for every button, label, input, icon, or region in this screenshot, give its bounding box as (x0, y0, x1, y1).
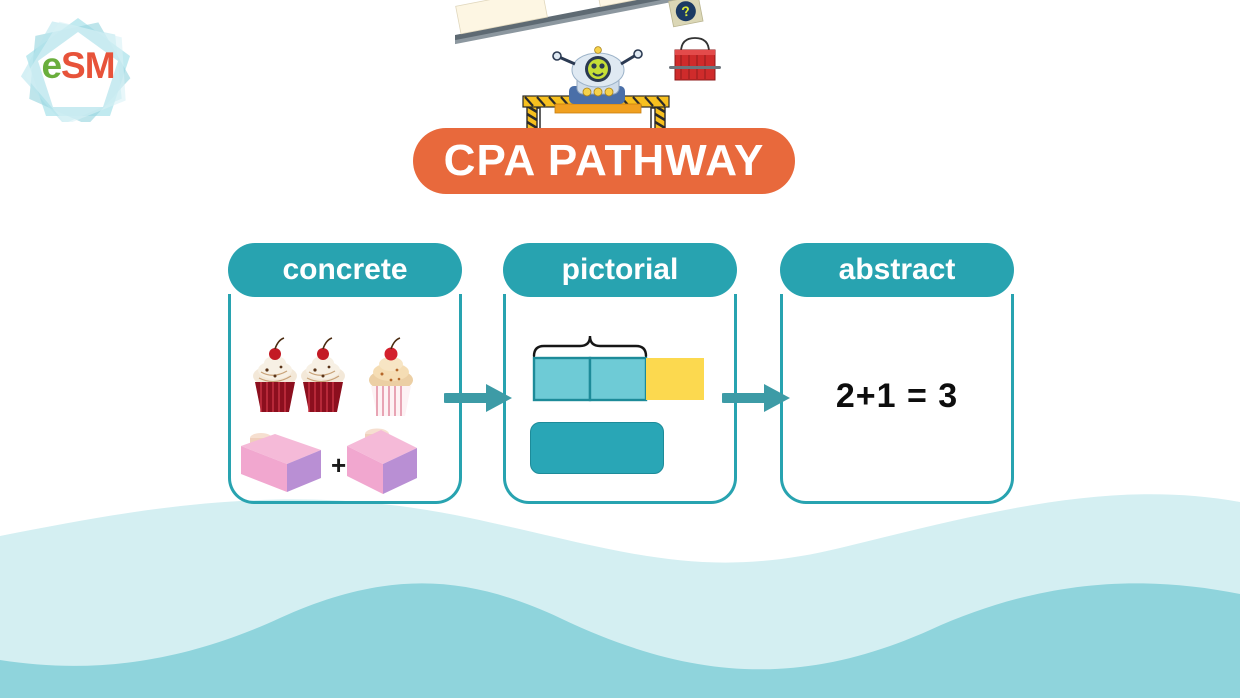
cupcake-icon (369, 337, 413, 416)
stage-column-concrete: concrete (228, 243, 462, 504)
lego-brick-icon (347, 428, 417, 494)
stage-column-pictorial: pictorial (503, 243, 737, 504)
stage-label-pictorial-text: pictorial (561, 253, 679, 286)
stage-body-abstract: 2+1 = 3 (780, 294, 1014, 504)
robot-figure (552, 46, 643, 104)
decorative-wave-background (0, 494, 1240, 698)
stage-label-abstract[interactable]: abstract (780, 243, 1014, 297)
plus-operator: + (331, 450, 347, 480)
bar-cell-part-2 (588, 356, 648, 402)
wave-layer-dark (0, 583, 1240, 698)
equation-container: 2+1 = 3 (783, 294, 1011, 498)
lego-bricks-group-icon (241, 428, 417, 494)
bar-model-diagram (532, 335, 704, 402)
stage-body-pictorial (503, 294, 737, 504)
stage-label-concrete[interactable]: concrete (228, 243, 462, 297)
wave-layer-light (0, 494, 1240, 698)
lego-brick-icon (241, 433, 321, 492)
stage-label-abstract-text: abstract (838, 253, 956, 286)
equation-text: 2+1 = 3 (835, 377, 959, 415)
arrow-pictorial-to-abstract (722, 384, 790, 412)
bar-cell-part-1 (532, 356, 592, 402)
red-bucket-icon (669, 37, 721, 81)
cupcake-icon (253, 337, 297, 412)
cupcakes-group-icon (253, 337, 413, 416)
seesaw-beam (455, 0, 734, 46)
arrow-concrete-to-pictorial (444, 384, 512, 412)
bar-whole (530, 422, 664, 474)
cupcake-icon (301, 337, 345, 412)
logo-letters-sm: SM (61, 45, 115, 86)
page-title: CPA PATHWAY (413, 128, 795, 194)
question-mark-icon: ? (668, 0, 704, 28)
stage-label-pictorial[interactable]: pictorial (503, 243, 737, 297)
logo-letter-e: e (41, 45, 62, 86)
stage-label-concrete-text: concrete (282, 253, 408, 286)
stage-body-concrete: + (228, 294, 462, 504)
bar-cell-extra (646, 358, 704, 400)
robot-balancing-seesaw-illustration: ? (455, 0, 734, 132)
page-title-text: CPA PATHWAY (443, 136, 765, 185)
svg-text:?: ? (680, 3, 691, 20)
paper-cards (455, 0, 662, 35)
stage-column-abstract: abstract 2+1 = 3 (780, 243, 1014, 504)
curly-brace-icon (532, 335, 648, 358)
logo-mark-icon (20, 18, 131, 125)
